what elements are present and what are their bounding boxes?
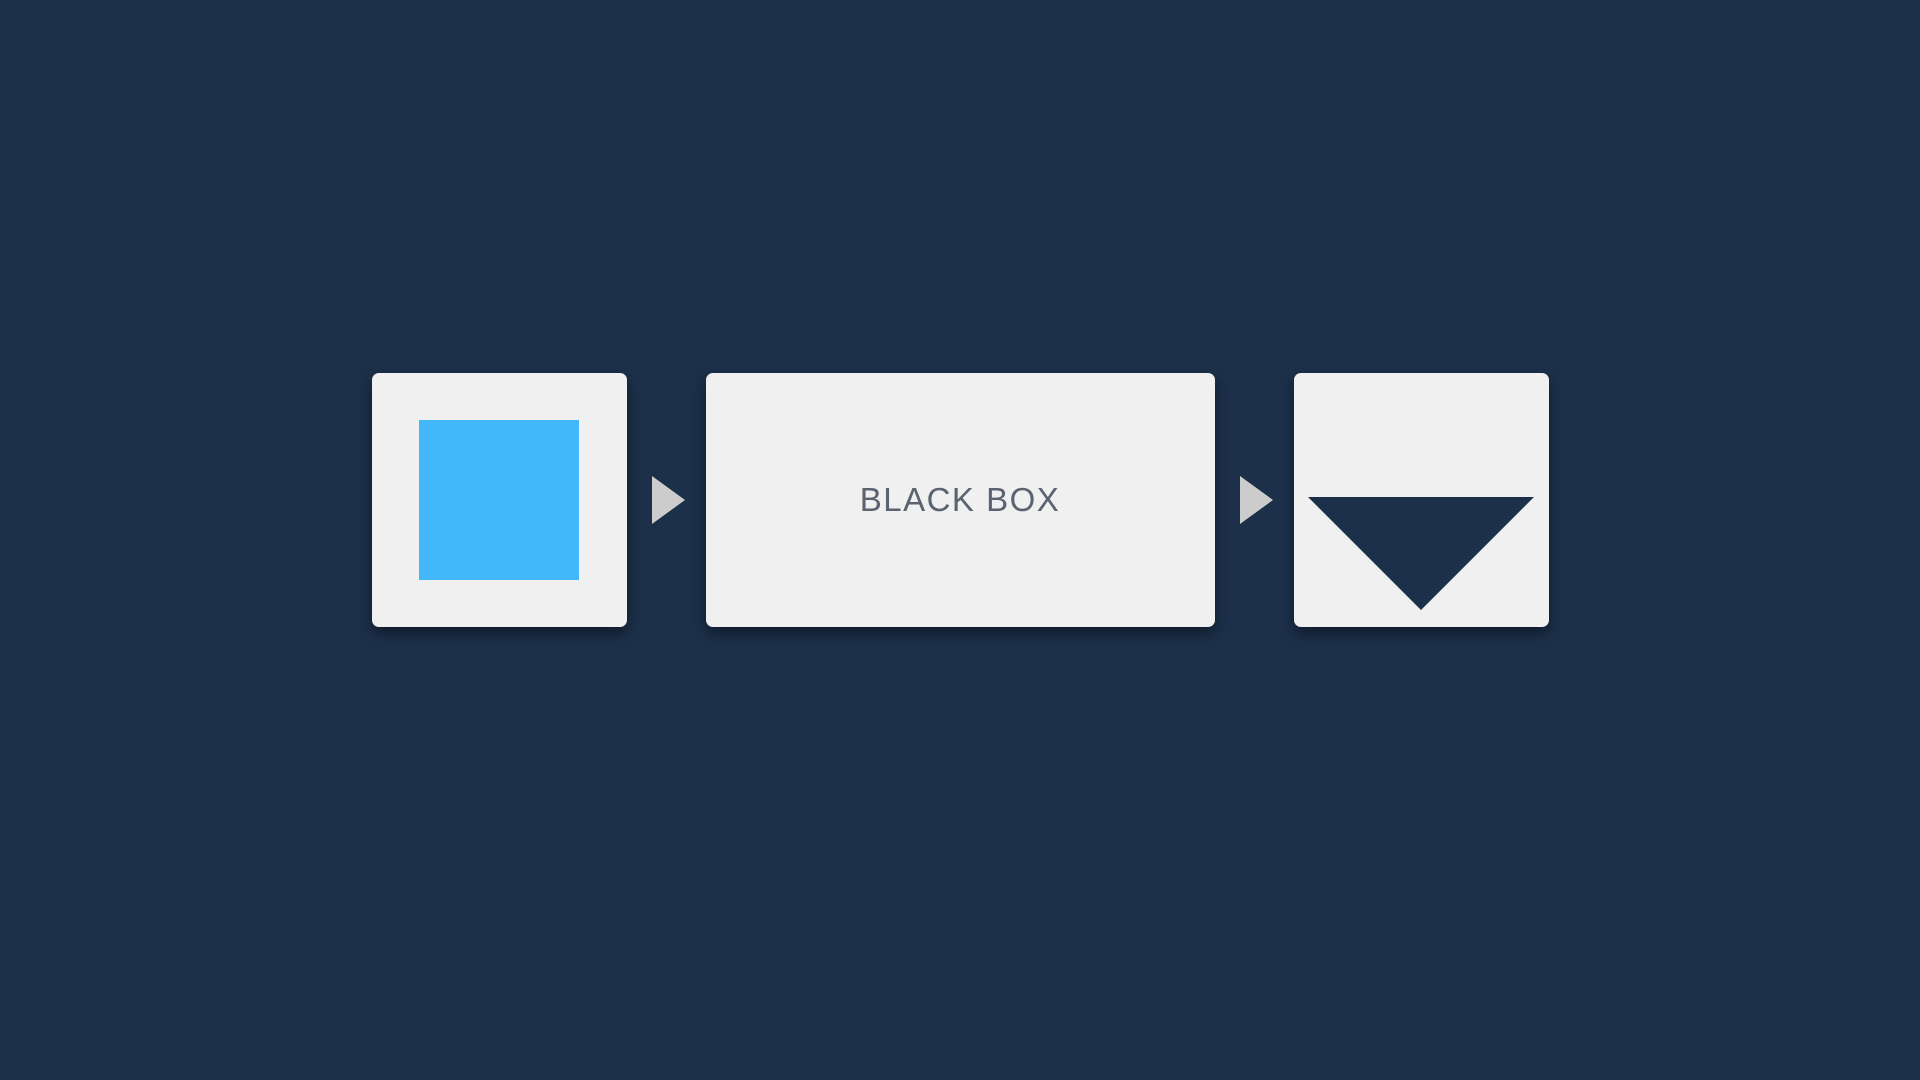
output-triangle-icon [1308, 497, 1534, 610]
input-square-icon [419, 420, 579, 580]
output-card [1293, 373, 1549, 627]
arrow-right-icon [651, 476, 685, 524]
input-card [371, 373, 627, 627]
black-box-label: BLACK BOX [859, 481, 1061, 518]
black-box-card: BLACK BOX [705, 373, 1215, 627]
flow-diagram: BLACK BOX [0, 373, 1920, 627]
arrow-right-icon [1239, 476, 1273, 524]
